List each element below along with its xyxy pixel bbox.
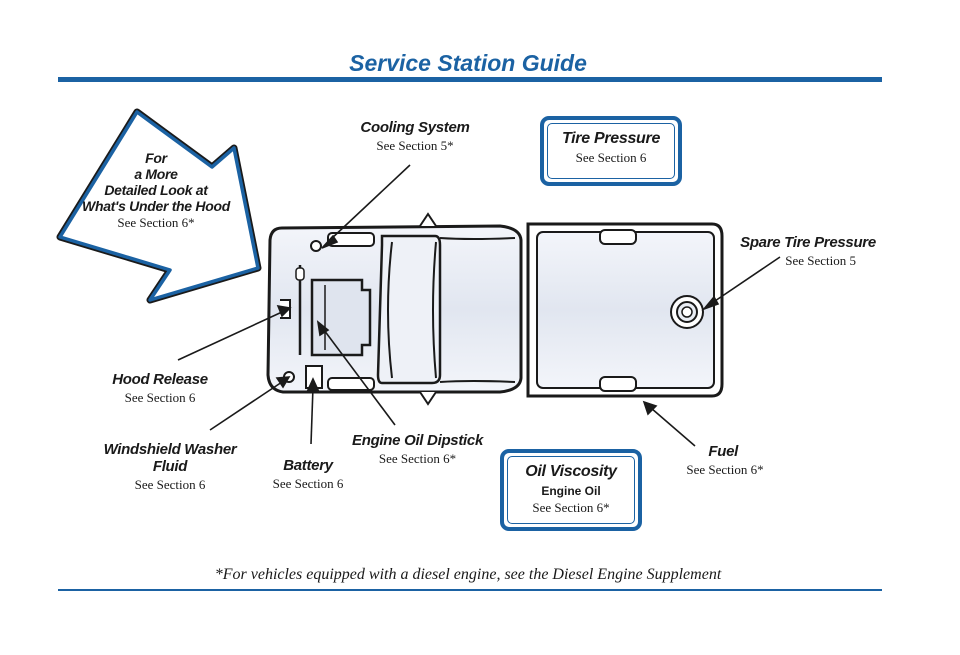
tire-pressure-heading: Tire Pressure [561,130,661,147]
engine-oil-dipstick-heading: Engine Oil Dipstick [352,432,483,449]
callout-sub: See Section 6* [117,215,195,230]
under-hood-callout: For a More Detailed Look at What's Under… [76,150,236,231]
label-hood-release: Hood Release See Section 6 [100,371,220,406]
battery-sub: See Section 6 [272,476,344,491]
oil-viscosity-sub: See Section 6* [532,500,610,515]
cooling-system-sub: See Section 5* [376,138,454,153]
tire-pressure-sub: See Section 6 [575,150,647,165]
spare-tire-sub: See Section 5 [785,253,856,268]
callout-line-4: What's Under the Hood [82,198,230,214]
fuel-sub: See Section 6* [686,462,764,477]
label-battery: Battery See Section 6 [262,457,354,492]
spare-tire-heading: Spare Tire Pressure [740,234,876,251]
box-tire-pressure: Tire Pressure See Section 6 [540,116,682,186]
label-engine-oil-dipstick: Engine Oil Dipstick See Section 6* [345,432,490,467]
callout-line-3: Detailed Look at [104,182,208,198]
title-rule [58,77,882,82]
bottom-rule [58,589,882,591]
truck-body [266,212,724,406]
windshield-washer-heading-1: Windshield Washer [103,441,237,458]
battery-heading: Battery [283,457,333,474]
leader-lines [177,164,781,447]
footnote: *For vehicles equipped with a diesel eng… [214,566,722,583]
label-windshield-washer: Windshield Washer Fluid See Section 6 [95,441,245,493]
windshield-washer-sub: See Section 6 [134,477,206,492]
page-title: Service Station Guide [349,50,587,76]
label-cooling-system: Cooling System See Section 5* [350,119,480,154]
label-spare-tire-pressure: Spare Tire Pressure See Section 5 [728,234,888,269]
oil-viscosity-heading: Oil Viscosity [525,463,617,480]
cooling-system-heading: Cooling System [360,119,470,136]
label-fuel: Fuel See Section 6* [670,443,780,478]
hood-release-heading: Hood Release [112,371,208,388]
callout-line-1: For [145,150,167,166]
callout-line-2: a More [134,166,178,182]
hood-release-sub: See Section 6 [124,390,196,405]
fuel-heading: Fuel [708,443,738,460]
oil-viscosity-middle: Engine Oil [541,484,601,498]
windshield-washer-heading-2: Fluid [152,458,188,475]
engine-oil-dipstick-sub: See Section 6* [378,451,457,466]
box-oil-viscosity: Oil Viscosity Engine Oil See Section 6* [500,449,642,531]
under-hood-arrow [56,108,262,304]
